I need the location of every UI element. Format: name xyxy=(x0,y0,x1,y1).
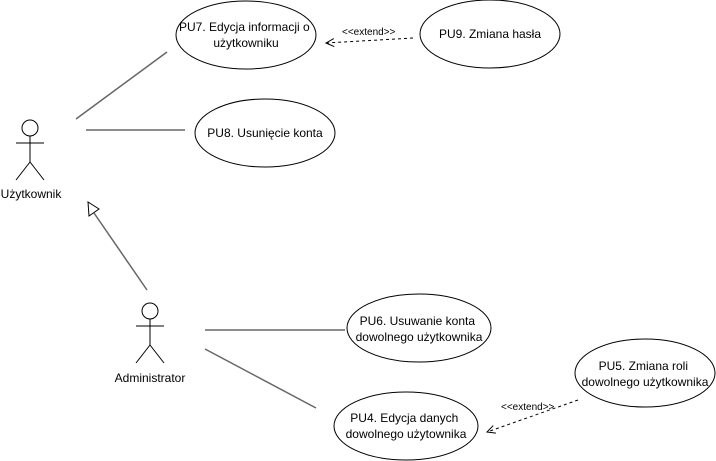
generalization xyxy=(87,201,148,291)
use-case-shape xyxy=(333,391,479,461)
use-case-pu4[interactable]: PU4. Edycja danych dowolnego użytownika xyxy=(333,391,479,461)
actor-head xyxy=(141,302,159,320)
extend-pu5-pu4: <<extend>> xyxy=(487,399,579,432)
use-case-pu8[interactable]: PU8. Usunięcie konta xyxy=(194,98,336,168)
actor-label-uzytkownik: Użytkownik xyxy=(1,187,63,201)
association-uzytkownik-pu7 xyxy=(75,51,168,120)
generalization-line xyxy=(93,212,148,291)
use-case-label: PU7. Edycja informacji o użytkowniku xyxy=(179,20,313,50)
use-case-pu6[interactable]: PU6. Usuwanie konta dowolnego użytkownik… xyxy=(346,293,492,363)
associations xyxy=(75,51,345,409)
generalization-arrowhead xyxy=(87,201,100,217)
use-case-pu5[interactable]: PU5. Zmiana roli dowolnego użytkownika xyxy=(574,338,716,408)
use-case-label: PU5. Zmiana roli dowolnego użytkownika xyxy=(582,359,709,389)
actor-administrator[interactable] xyxy=(135,302,165,364)
actor-leg-left xyxy=(15,161,31,181)
use-case-shape xyxy=(194,98,336,168)
use-case-shape xyxy=(175,0,317,70)
actor-leg-right xyxy=(29,161,45,181)
use-case-pu7[interactable]: PU7. Edycja informacji o użytkowniku xyxy=(175,0,317,70)
actor-leg-right xyxy=(149,344,165,364)
use-case-shape xyxy=(574,338,716,408)
association-administrator-pu4 xyxy=(204,348,317,409)
extend-label: <<extend>> xyxy=(501,402,555,413)
extend-line xyxy=(326,37,414,43)
extend-pu9-pu7: <<extend>> xyxy=(326,27,414,43)
extend-label: <<extend>> xyxy=(342,27,396,38)
actor-leg-left xyxy=(135,344,151,364)
use-case-pu9[interactable]: PU9. Zmiana hasła xyxy=(419,0,561,69)
use-case-label: PU9. Zmiana hasła xyxy=(439,27,541,41)
extend-line xyxy=(487,399,579,432)
use-case-label: PU6. Usuwanie konta dowolnego użytkownik… xyxy=(356,314,483,344)
use-case-shape xyxy=(346,293,492,363)
actor-label-administrator: Administrator xyxy=(115,371,186,385)
actor-head xyxy=(21,119,39,137)
actor-uzytkownik[interactable] xyxy=(15,119,45,181)
use-case-label: PU4. Edycja danych dowolnego użytownika xyxy=(346,411,467,441)
use-case-label: PU8. Usunięcie konta xyxy=(207,126,323,140)
use-case-shape xyxy=(419,0,561,69)
